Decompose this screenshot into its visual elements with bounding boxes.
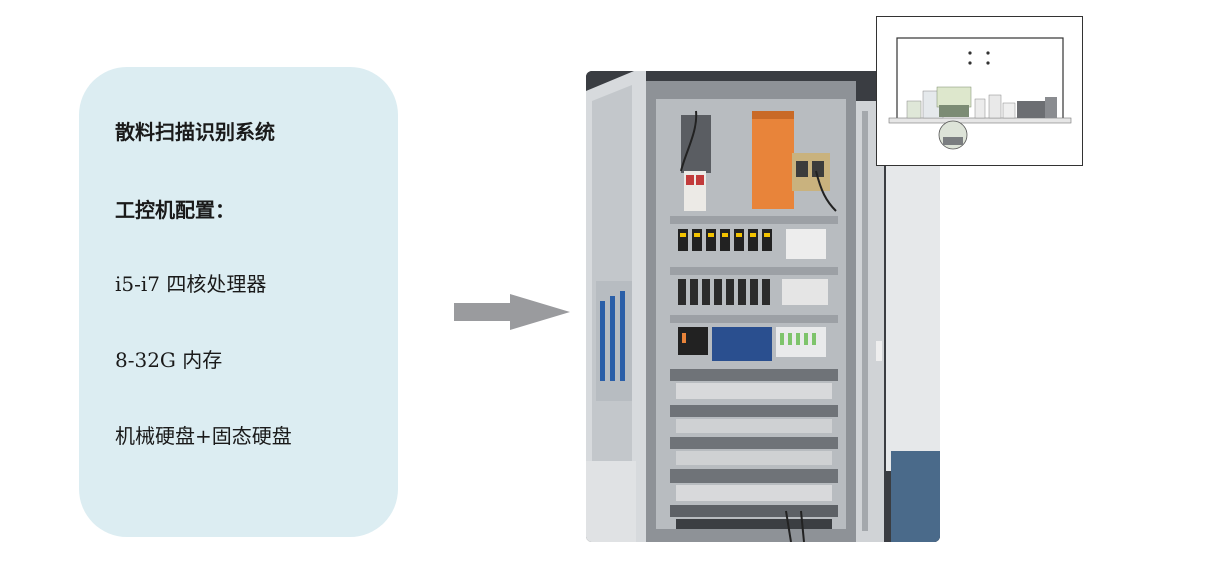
spec-storage: 机械硬盘+固态硬盘 — [115, 424, 292, 448]
system-title: 散料扫描识别系统 — [115, 120, 275, 144]
spec-memory: 8-32G 内存 — [115, 348, 223, 372]
spec-cpu: i5-i7 四核处理器 — [115, 272, 267, 296]
config-heading: 工控机配置： — [115, 198, 235, 222]
right-arrow-icon — [454, 294, 570, 330]
info-card: 散料扫描识别系统 工控机配置： i5-i7 四核处理器 8-32G 内存 机械硬… — [79, 67, 398, 537]
machine-diagram-inset — [876, 16, 1083, 166]
